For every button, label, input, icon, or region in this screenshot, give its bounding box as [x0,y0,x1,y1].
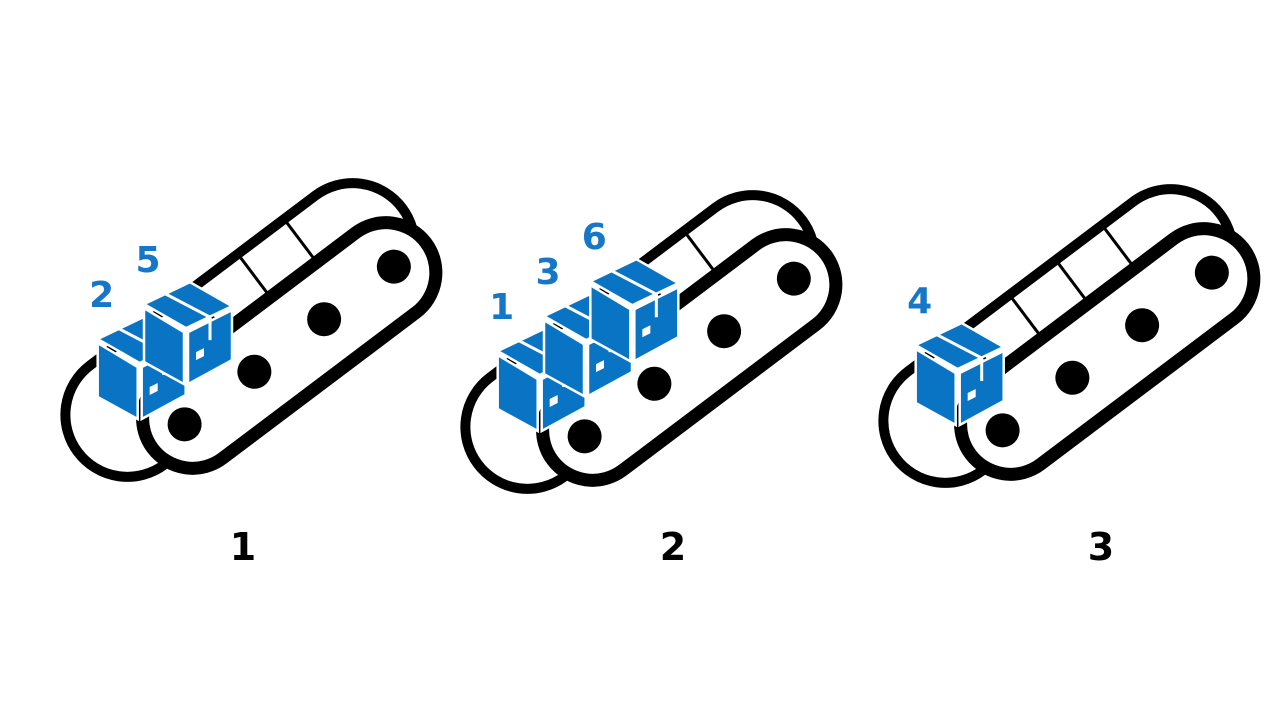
package-box-icon: 4 [907,281,1007,428]
roller-wheel [167,407,202,442]
conveyor-2: 136 [460,190,843,494]
box-left-face [589,283,632,364]
roller-wheel [376,249,411,284]
roller-wheel [985,413,1020,448]
box-tape [934,332,984,382]
roller-wheel [567,419,602,454]
box-number-label: 2 [89,275,114,316]
box-left-face [96,340,139,422]
box-tape [609,268,658,318]
box-label-mark [549,395,558,408]
conveyor-label: 2 [660,525,686,569]
roller-body [136,216,443,475]
box-number-label: 3 [535,252,560,293]
conveyor-1: 25 [60,178,443,482]
conveyor-label: 3 [1088,525,1114,569]
box-label-mark [596,360,605,373]
box-left-face [142,305,186,387]
box-tape [163,291,212,341]
box-number-label: 4 [907,281,932,322]
box-right-face [633,285,680,364]
box-number-label: 5 [135,240,160,281]
roller-body [954,222,1261,481]
box-left-face [496,352,539,434]
roller-outline [136,216,443,475]
box-label-mark [642,325,651,338]
conveyor-label: 1 [230,525,256,569]
box-left-face [542,317,586,399]
package-box-icon: 6 [582,217,682,364]
box-left-face [914,346,957,428]
roller-wheel [1194,255,1229,290]
box-label-mark [149,383,158,396]
box-right-face [186,308,234,387]
roller-wheel [707,314,742,349]
package-box-icon: 5 [135,240,235,387]
roller-wheel [637,366,672,401]
roller-wheel [776,261,811,296]
box-label-mark [967,389,976,402]
roller-outline [954,222,1261,481]
roller-wheel [237,354,272,389]
roller-wheel [1055,360,1090,395]
box-number-label: 1 [489,287,514,328]
box-number-label: 6 [582,217,607,258]
box-label-mark [196,348,205,361]
conveyor-3: 4 [878,184,1261,488]
roller-wheel [1125,308,1160,343]
roller-wheel [307,302,342,337]
box-right-face [958,349,1005,428]
